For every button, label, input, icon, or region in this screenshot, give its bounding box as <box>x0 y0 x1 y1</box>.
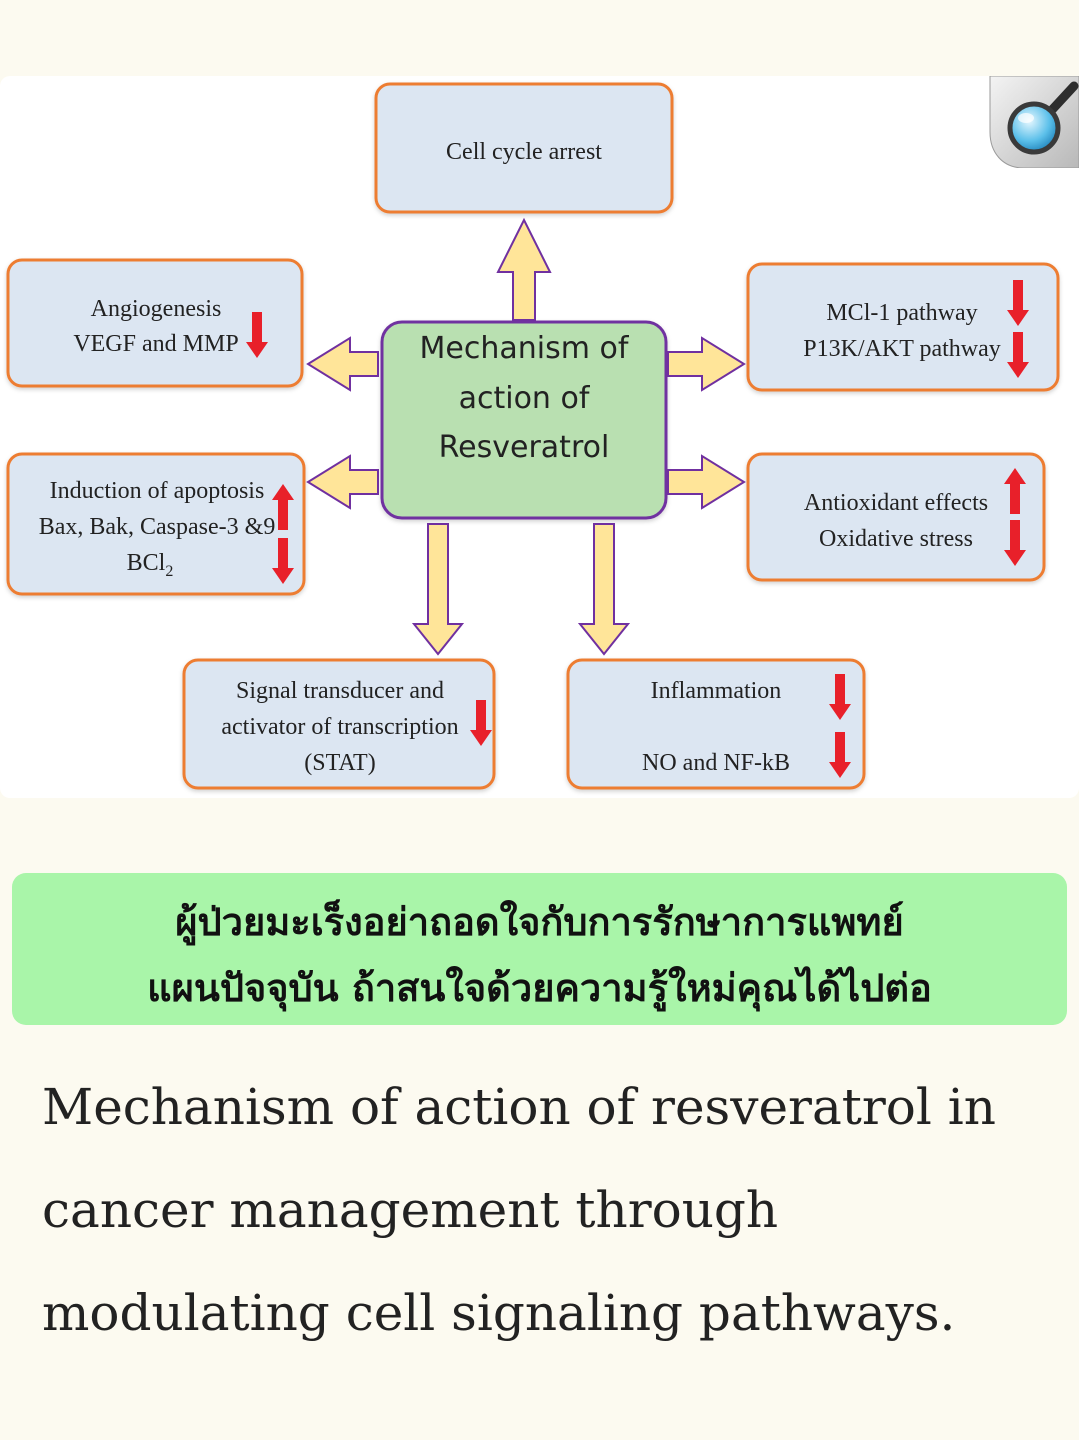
box-antioxidant <box>746 452 1046 582</box>
antioxidant-up-arrow <box>1004 468 1026 514</box>
no-nfkb-down-arrow <box>829 732 851 778</box>
angiogenesis-label: Angiogenesis <box>91 296 222 322</box>
magnifier-icon <box>989 75 1079 169</box>
arrow-right-lower <box>667 454 746 510</box>
box-cell-cycle <box>374 82 674 214</box>
oxidative-stress-label: Oxidative stress <box>819 526 973 552</box>
bax-bak-caspase-label: Bax, Bak, Caspase-3 &9 <box>39 514 276 540</box>
bcl2-down-arrow <box>272 538 294 584</box>
mcl1-down-arrow <box>1007 280 1029 326</box>
stat-label-line-1: Signal transducer and <box>236 678 444 704</box>
apoptosis-label: Induction of apoptosis <box>50 478 265 504</box>
thai-promo-banner[interactable]: ผู้ป่วยมะเร็งอย่าถอดใจกับการรักษาการแพทย… <box>12 873 1067 1025</box>
angiogenesis-down-arrow <box>246 312 268 358</box>
p13k-akt-down-arrow <box>1007 332 1029 378</box>
cell-cycle-label: Cell cycle arrest <box>446 139 602 165</box>
bcl2-label: BCl2 <box>127 550 174 580</box>
box-mcl1-pathway <box>746 262 1060 392</box>
inflammation-down-arrow <box>829 674 851 720</box>
apoptosis-up-arrow <box>272 484 294 530</box>
banner-line-1: ผู้ป่วยมะเร็งอย่าถอดใจกับการรักษาการแพทย… <box>175 900 904 944</box>
stat-down-arrow <box>470 700 492 746</box>
center-title-line-2: action of <box>459 381 591 416</box>
caption-line-2: cancer management through <box>42 1181 779 1239</box>
arrow-left-lower <box>306 454 379 510</box>
arrow-right-upper <box>667 336 746 392</box>
caption-line-1: Mechanism of action of resveratrol in <box>42 1078 996 1136</box>
center-title-line-1: Mechanism of <box>420 331 630 366</box>
box-inflammation <box>566 658 866 790</box>
arrow-left-upper <box>306 336 379 392</box>
zoom-button[interactable] <box>984 75 1079 169</box>
p13k-akt-pathway-label: P13K/AKT pathway <box>803 336 1001 362</box>
mcl1-pathway-label: MCl-1 pathway <box>826 300 977 326</box>
resveratrol-mechanism-diagram: Mechanism of action of Resveratrol Cell … <box>0 76 1079 798</box>
caption-line-3: modulating cell signaling pathways. <box>42 1284 956 1342</box>
figure-caption: Mechanism of action of resveratrol in ca… <box>42 1056 1052 1365</box>
center-title-line-3: Resveratrol <box>439 430 610 465</box>
box-angiogenesis <box>6 258 304 388</box>
center-box <box>380 320 668 520</box>
stat-label-line-2: activator of transcription <box>221 714 458 740</box>
banner-line-2: แผนปัจจุบัน ถ้าสนใจด้วยความรู้ใหม่คุณได้… <box>147 966 932 1010</box>
arrow-down-right <box>577 523 631 656</box>
box-apoptosis <box>6 452 306 596</box>
oxidative-stress-down-arrow <box>1004 520 1026 566</box>
vegf-mmp-label: VEGF and MMP <box>73 331 238 357</box>
arrow-down-left <box>411 523 465 656</box>
arrow-up <box>496 217 552 321</box>
box-stat <box>182 658 496 790</box>
inflammation-label: Inflammation <box>651 678 782 704</box>
stat-label-line-3: (STAT) <box>304 750 375 776</box>
no-nfkb-label: NO and NF-kB <box>642 750 790 776</box>
antioxidant-label: Antioxidant effects <box>804 490 988 516</box>
